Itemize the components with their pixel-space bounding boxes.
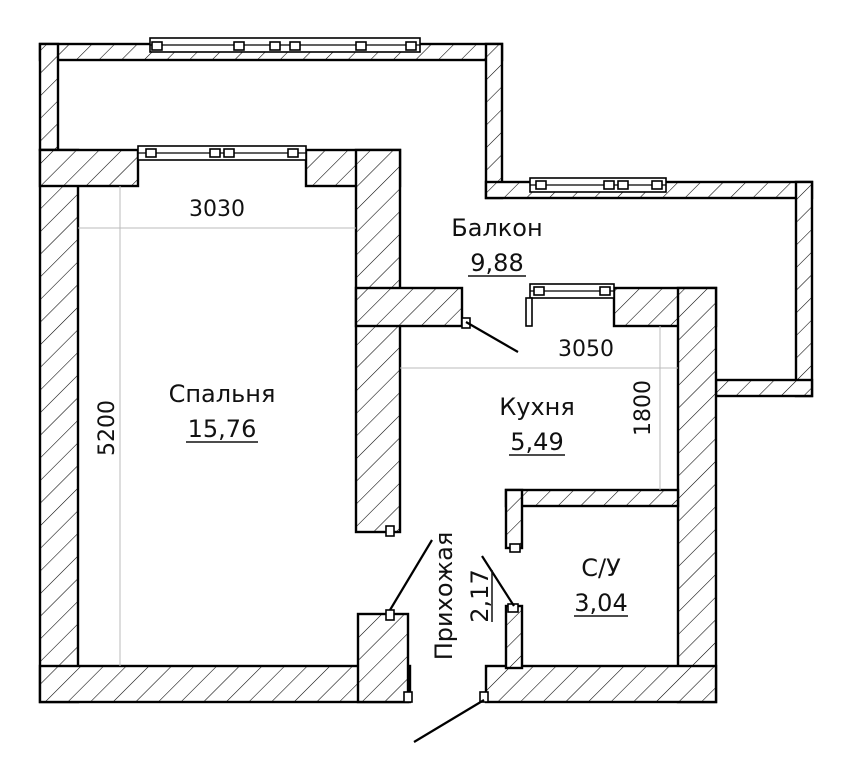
bedroom-window: [137, 145, 307, 161]
bathroom-door: [481, 543, 521, 613]
bedroom-door: [385, 525, 433, 621]
hallway-label-group: Прихожая 2,17: [430, 532, 494, 661]
interior-lines: [78, 186, 678, 666]
kitchen-window: [525, 283, 615, 327]
balcony-walls: [38, 42, 814, 398]
balcony-name: Балкон: [451, 214, 542, 242]
bedroom-area: 15,76: [188, 415, 257, 443]
bathroom-area: 3,04: [574, 589, 627, 617]
kitchen-width-dimension: 3050: [558, 337, 614, 362]
bathroom-name: С/У: [581, 554, 621, 582]
balcony-label-group: Балкон 9,88: [451, 214, 542, 277]
hallway-area: 2,17: [466, 569, 494, 622]
kitchen-area: 5,49: [510, 428, 563, 456]
hallway-name: Прихожая: [430, 532, 458, 661]
balcony-top-window: [149, 37, 421, 53]
kitchen-name: Кухня: [499, 393, 575, 421]
bedroom-label-group: Спальня 15,76: [169, 380, 276, 443]
balcony-right-window: [529, 177, 667, 193]
main-walls: [38, 148, 718, 704]
entrance-door: [403, 691, 489, 743]
bedroom-length-dimension: 5200: [95, 400, 120, 456]
bedroom-name: Спальня: [169, 380, 276, 408]
balcony-door: [461, 317, 519, 353]
kitchen-label-group: Кухня 5,49: [499, 393, 575, 456]
kitchen-length-dimension: 1800: [631, 380, 656, 436]
bedroom-width-dimension: 3030: [189, 197, 245, 222]
balcony-area: 9,88: [470, 249, 523, 277]
bathroom-label-group: С/У 3,04: [574, 554, 628, 617]
